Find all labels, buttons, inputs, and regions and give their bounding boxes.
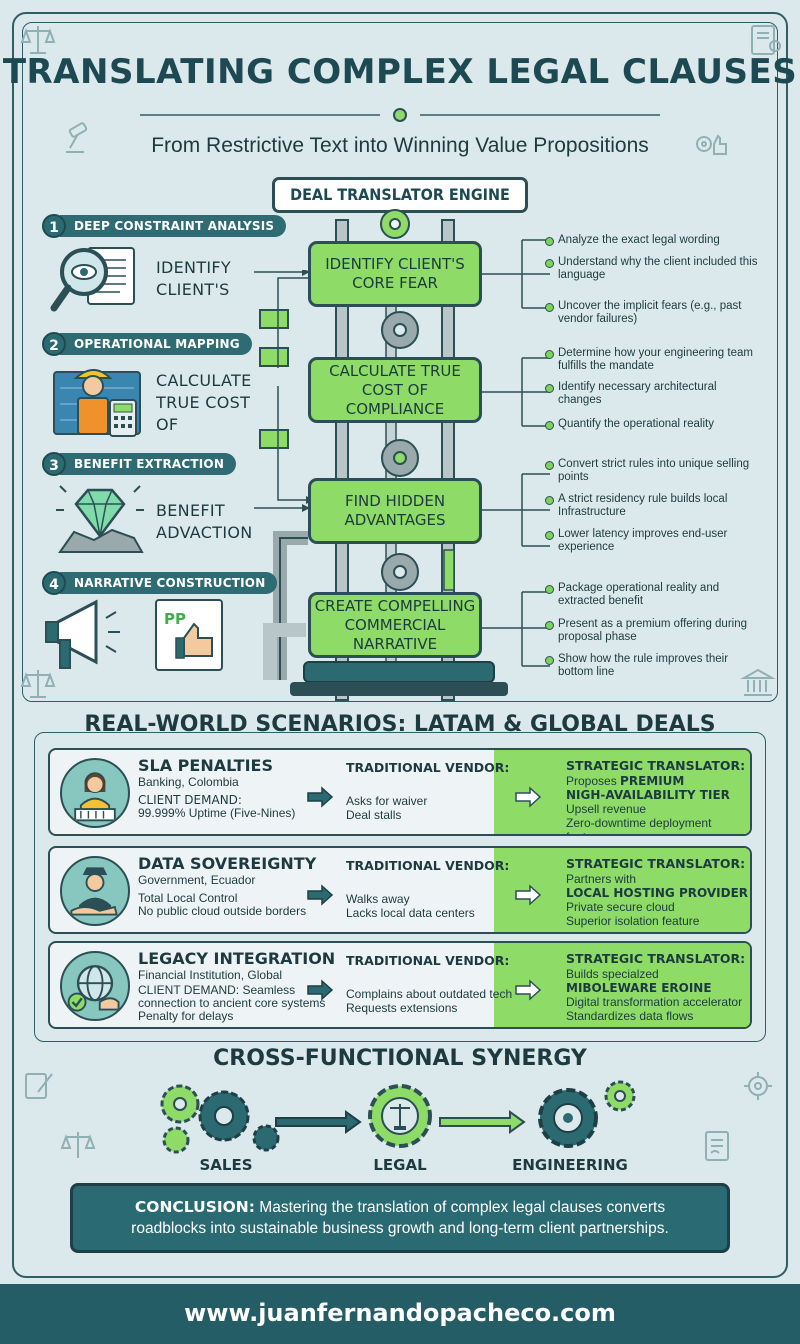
step-3-text: BENEFIT ADVACTION — [156, 501, 253, 542]
step-arrows — [254, 270, 310, 512]
scenario-subtitle: Government, Ecuador — [138, 873, 256, 887]
step-3-label: BENEFIT EXTRACTION — [60, 453, 237, 475]
title-divider — [140, 108, 660, 122]
strategic-translator-heading: STRATEGIC TRANSLATOR: — [566, 758, 746, 773]
officer-icon — [60, 856, 130, 926]
scales-icon — [20, 26, 56, 54]
diamond-icon — [56, 485, 144, 553]
arrow-right-outline-icon — [515, 884, 542, 906]
step-1-text: IDENTIFY CLIENT'S — [156, 258, 231, 299]
scenario-title: LEGACY INTEGRATION — [138, 949, 336, 968]
synergy-label-legal: LEGAL — [373, 1156, 427, 1174]
strategic-translator-text: Proposes PREMIUM NIGH-AVAILABILITY TIER … — [566, 774, 730, 834]
scenario-subtitle: Banking, Colombia — [138, 775, 239, 789]
scenario-legacy-integration: LEGACY INTEGRATION Financial Institution… — [48, 941, 752, 1029]
arrow-right-icon — [307, 979, 334, 1001]
strategic-panel — [494, 848, 750, 932]
traditional-vendor-text: Walks away Lacks local data centers — [346, 892, 475, 920]
strategic-translator-heading: STRATEGIC TRANSLATOR: — [566, 951, 746, 966]
strategic-panel — [494, 943, 750, 1027]
step-4-number: 4 — [42, 571, 66, 595]
machine-stage-calculate: CALCULATE TRUE COST OF COMPLIANCE — [308, 357, 482, 423]
legal-gear-icon — [368, 1084, 432, 1148]
strategic-translator-heading: STRATEGIC TRANSLATOR: — [566, 856, 746, 871]
traditional-vendor-text: Asks for waiver Deal stalls — [346, 794, 428, 822]
scales-icon-bottom — [60, 1132, 96, 1158]
scenario-sla-penalties: SLA PENALTIES Banking, Colombia CLIENT D… — [48, 748, 752, 836]
strategic-translator-text: Partners with LOCAL HOSTING PROVIDER Pri… — [566, 872, 749, 928]
doc-pp-label: PP — [164, 610, 186, 628]
machine-stage-find: FIND HIDDEN ADVANTAGES — [308, 478, 482, 544]
step-2-text: CALCULATE TRUE COST OF — [156, 371, 252, 434]
conclusion-box: CONCLUSION: Mastering the translation of… — [70, 1183, 730, 1253]
contract-icon — [705, 1131, 729, 1161]
step-4-label: NARRATIVE CONSTRUCTION — [60, 572, 278, 594]
globe-icon — [60, 951, 130, 1021]
strategic-translator-text: Builds specialzed MIBOLEWARE EROINE Digi… — [566, 967, 743, 1023]
arrow-right-icon — [307, 786, 334, 808]
step-2-number: 2 — [42, 332, 66, 356]
scales-icon-small — [20, 670, 56, 698]
step-4-badge: 4 NARRATIVE CONSTRUCTION — [42, 570, 278, 596]
gavel-icon — [66, 122, 88, 153]
arrow-right-outline-icon — [515, 979, 542, 1001]
engine-label: DEAL TRANSLATOR ENGINE — [272, 177, 528, 213]
synergy-title: CROSS-FUNCTIONAL SYNERGY — [213, 1046, 587, 1071]
scenario-demand: Total Local Control No public cloud outs… — [138, 891, 307, 918]
page-subtitle: From Restrictive Text into Winning Value… — [151, 134, 649, 157]
machine-stage-create: CREATE COMPELLING COMMERCIAL NARRATIVE — [308, 592, 482, 658]
banker-icon — [60, 758, 130, 828]
machine-stage-identify: IDENTIFY CLIENT'S CORE FEAR — [308, 241, 482, 307]
engineering-gears-icon — [538, 1080, 636, 1148]
certificate-icon — [751, 25, 781, 55]
footer-website-link[interactable]: www.juanfernandopacheco.com — [0, 1284, 800, 1344]
arrow-right-outline-icon — [515, 786, 542, 808]
scenario-title: DATA SOVEREIGNTY — [138, 854, 317, 873]
strategic-panel — [494, 750, 750, 834]
engineer-calculator-icon — [53, 369, 141, 437]
traditional-vendor-heading: TRADITIONAL VENDOR: — [346, 953, 510, 968]
gear-thumb-icon — [696, 134, 727, 155]
synergy-label-engineering: ENGINEERING — [512, 1156, 628, 1174]
step-1-label: DEEP CONSTRAINT ANALYSIS — [60, 215, 287, 237]
scenario-title: SLA PENALTIES — [138, 756, 273, 775]
synergy-diagram — [160, 1080, 636, 1154]
traditional-vendor-heading: TRADITIONAL VENDOR: — [346, 760, 510, 775]
step-2-label: OPERATIONAL MAPPING — [60, 333, 252, 355]
traditional-vendor-heading: TRADITIONAL VENDOR: — [346, 858, 510, 873]
bullet-connectors — [482, 239, 550, 667]
scenarios-frame — [34, 732, 766, 1042]
megaphone-thumbsup-icon — [45, 599, 223, 671]
step-3-badge: 3 BENEFIT EXTRACTION — [42, 451, 237, 477]
synergy-label-sales: SALES — [199, 1156, 253, 1174]
document-pen-icon — [25, 1073, 53, 1099]
outer-frame — [12, 12, 788, 1278]
magnifier-eye-icon — [50, 247, 135, 312]
arrow-right-icon — [307, 884, 334, 906]
bank-icon — [740, 668, 776, 696]
inner-frame — [22, 22, 778, 702]
step-3-number: 3 — [42, 452, 66, 476]
scenario-data-sovereignty: DATA SOVEREIGNTY Government, Ecuador Tot… — [48, 846, 752, 934]
step-1-number: 1 — [42, 214, 66, 238]
scenario-subtitle: Financial Institution, Global — [138, 968, 283, 982]
gear-outline-icon — [744, 1072, 772, 1100]
page-title: TRANSLATING COMPLEX LEGAL CLAUSES — [2, 52, 798, 92]
step-1-badge: 1 DEEP CONSTRAINT ANALYSIS — [42, 213, 287, 239]
scenario-demand: CLIENT DEMAND: 99.999% Uptime (Five-Nine… — [138, 793, 296, 820]
step-2-badge: 2 OPERATIONAL MAPPING — [42, 331, 252, 357]
scenario-demand: CLIENT DEMAND: Seamless connection to an… — [138, 983, 326, 1023]
sales-gears-icon — [160, 1084, 280, 1154]
traditional-vendor-text: Complains about outdated tech Requests e… — [346, 987, 513, 1015]
